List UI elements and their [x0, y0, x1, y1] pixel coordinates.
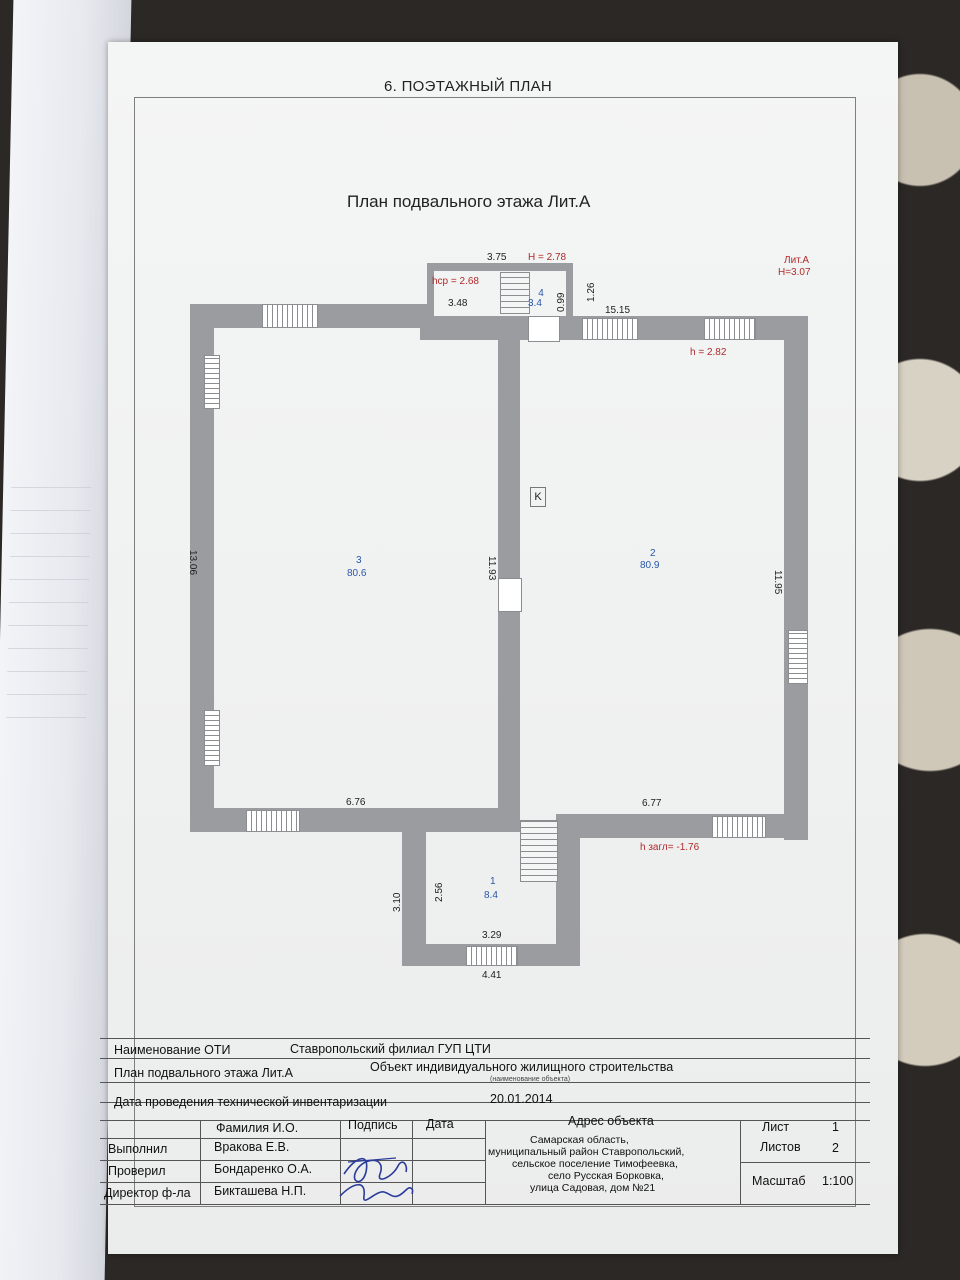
- wall-middle: [498, 316, 520, 832]
- window: [246, 810, 300, 832]
- role-label: Директор ф-ла: [104, 1186, 191, 1200]
- address-line: сельское поселение Тимофеевка,: [512, 1158, 678, 1170]
- vestibule-stairs: [520, 820, 558, 882]
- window: [582, 318, 638, 340]
- wall-right: [784, 320, 808, 840]
- window: [788, 630, 808, 684]
- dim-label: 1.26: [586, 282, 597, 302]
- dim-label: 3.10: [392, 892, 403, 912]
- room-area: 3.4: [528, 298, 542, 309]
- object-value: Объект индивидуального жилищного строите…: [370, 1060, 674, 1074]
- inv-date-label: Дата проведения технической инвентаризац…: [114, 1095, 388, 1109]
- address-line: муниципальный район Ставропольский,: [488, 1146, 685, 1158]
- dim-label: 11.93: [486, 556, 497, 581]
- address-line: Самарская область,: [530, 1134, 629, 1146]
- dim-label: h = 2.82: [690, 347, 727, 358]
- dim-label: 3.48: [448, 298, 468, 309]
- room-number: 2: [650, 548, 656, 559]
- sheet-value: 1: [832, 1120, 839, 1134]
- room-area: 80.9: [640, 560, 660, 571]
- dim-label: 13.06: [187, 550, 198, 576]
- oti-value: Ставропольский филиал ГУП ЦТИ: [290, 1042, 491, 1056]
- room-area: 8.4: [484, 890, 498, 901]
- address-line: село Русская Борковка,: [548, 1170, 664, 1182]
- vestibule-wall-right: [556, 826, 580, 966]
- plan-title: План подвального этажа Лит.А: [347, 192, 591, 211]
- col-date: Дата: [426, 1117, 454, 1131]
- dim-label: H = 2.78: [528, 252, 567, 263]
- doorway: [528, 316, 560, 342]
- window: [466, 946, 518, 966]
- window: [262, 304, 318, 328]
- room-number: 1: [490, 876, 496, 887]
- dim-label: 6.76: [346, 797, 366, 808]
- dim-label: 3.75: [487, 252, 507, 263]
- dim-label: 4.41: [482, 970, 502, 981]
- person-name: Бикташева Н.П.: [214, 1184, 307, 1198]
- address-line: улица Садовая, дом №21: [530, 1182, 656, 1194]
- address-header: Адрес объекта: [568, 1114, 654, 1128]
- dim-label: 3.29: [482, 930, 502, 941]
- room-area: 80.6: [347, 568, 367, 579]
- dim-label: h загл= -1.76: [640, 842, 700, 853]
- person-name: Вракова Е.В.: [214, 1140, 290, 1154]
- sheets-label: Листов: [760, 1140, 801, 1154]
- wall: [427, 263, 573, 271]
- window: [204, 710, 220, 766]
- col-name: Фамилия И.О.: [216, 1121, 299, 1135]
- stairs: [500, 272, 530, 314]
- sheet-label: Лист: [762, 1120, 790, 1134]
- wall: [566, 263, 573, 323]
- vestibule-wall-left: [402, 826, 426, 966]
- drawing-frame: [134, 97, 856, 1207]
- role-label: Выполнил: [108, 1142, 168, 1156]
- window: [204, 355, 220, 409]
- dim-label: hср = 2.68: [432, 276, 479, 287]
- window: [704, 318, 756, 340]
- room-number: 3: [356, 555, 362, 566]
- k-marker: K: [530, 487, 546, 507]
- dim-label: H=3.07: [778, 267, 811, 278]
- role-label: Проверил: [108, 1164, 166, 1178]
- oti-label: Наименование ОТИ: [114, 1043, 231, 1057]
- scale-label: Масштаб: [752, 1174, 806, 1188]
- dim-label: 2.56: [434, 882, 445, 902]
- wall-bottom-left: [190, 808, 518, 832]
- dim-label: Лит.А: [784, 255, 810, 266]
- object-caption: (наименование объекта): [490, 1076, 571, 1083]
- sheets-value: 2: [832, 1141, 839, 1155]
- scale-value: 1:100: [822, 1174, 854, 1188]
- col-sign: Подпись: [348, 1118, 398, 1132]
- page-heading: 6. ПОЭТАЖНЫЙ ПЛАН: [384, 78, 553, 95]
- dim-label: 0.99: [556, 292, 567, 312]
- dim-label: 11.95: [772, 570, 783, 595]
- room-number: 4: [538, 288, 544, 299]
- title-block: Наименование ОТИ Ставропольский филиал Г…: [100, 1038, 870, 1208]
- dim-label: 15.15: [605, 305, 631, 316]
- wall: [427, 263, 434, 313]
- dim-label: 6.77: [642, 798, 662, 809]
- plan-label: План подвального этажа Лит.А: [114, 1066, 293, 1080]
- doorway: [498, 578, 522, 612]
- inv-date-value: 20.01.2014: [490, 1092, 553, 1106]
- signature-image: [339, 1157, 414, 1201]
- wall-bottom-right: [556, 814, 808, 838]
- person-name: Бондаренко О.А.: [214, 1162, 313, 1176]
- window: [712, 816, 766, 838]
